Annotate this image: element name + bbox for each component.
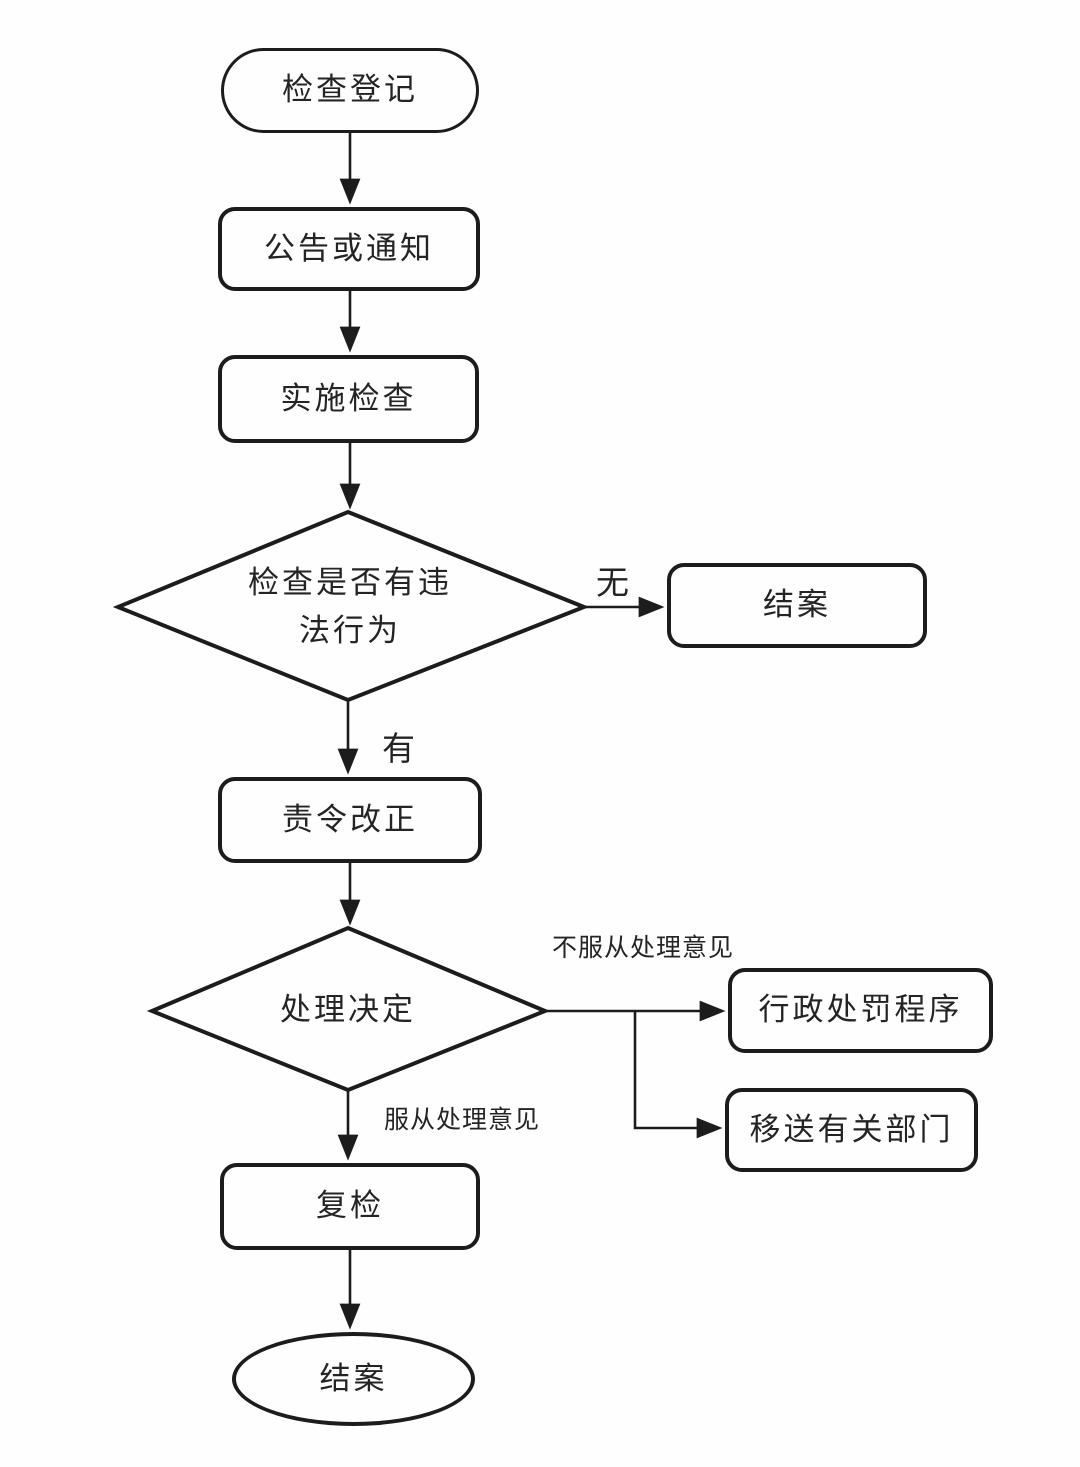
- edge-label-obey: 服从处理意见: [384, 1105, 541, 1134]
- node-decision-handling: 处理决定: [218, 970, 478, 1050]
- node-close-case-end: 结案: [232, 1332, 475, 1426]
- edge-label-yes: 有: [382, 729, 415, 768]
- node-label: 行政处罚程序: [758, 992, 963, 1029]
- edge-label-disobey: 不服从处理意见: [552, 933, 735, 962]
- node-label: 移送有关部门: [749, 1111, 954, 1148]
- node-start-inspection-registration: 检查登记: [221, 48, 479, 133]
- node-label: 处理决定: [280, 991, 416, 1028]
- node-label: 责令改正: [282, 801, 418, 838]
- node-label: 复检: [316, 1188, 384, 1225]
- node-label: 实施检查: [280, 380, 417, 417]
- node-implement-inspection: 实施检查: [218, 355, 479, 443]
- node-label: 公告或通知: [264, 230, 434, 267]
- node-announcement-or-notice: 公告或通知: [218, 207, 480, 291]
- node-recheck: 复检: [220, 1163, 480, 1250]
- node-label-line1: 检查是否有违: [248, 564, 452, 601]
- node-order-correction: 责令改正: [218, 777, 482, 863]
- node-label-line2: 法行为: [299, 613, 401, 649]
- node-label: 检查登记: [282, 72, 418, 109]
- node-label: 结案: [763, 587, 831, 624]
- node-close-case-right: 结案: [667, 563, 927, 648]
- node-decision-violation: 检查是否有违 法行为: [198, 540, 502, 674]
- node-admin-penalty-procedure: 行政处罚程序: [728, 968, 993, 1053]
- arrow-branch-to-transfer: [633, 1011, 723, 1139]
- node-label: 结案: [319, 1360, 388, 1397]
- node-transfer-relevant-departments: 移送有关部门: [725, 1088, 978, 1172]
- edge-label-no: 无: [596, 563, 629, 602]
